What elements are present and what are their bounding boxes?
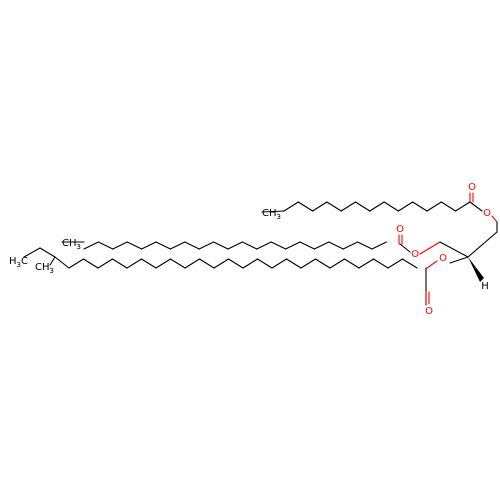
chain2-bond-5 (155, 241, 171, 250)
chain2-bond-3 (126, 241, 143, 250)
chain3-bond-8 (184, 258, 201, 269)
chain1-bond-3 (326, 201, 342, 212)
chain2-bond-11 (241, 241, 258, 250)
methyl-label-branch: CH3 (35, 262, 54, 275)
chain2-bond-14 (285, 241, 301, 250)
label-layer: CH3 CH3 H3C CH3 O O O O O O H (9, 182, 491, 317)
chain1-o-ch2 (491, 215, 498, 223)
chain1-bond-0 (283, 201, 299, 212)
chain3-bond-6 (155, 258, 172, 269)
chain3-o-bond (426, 260, 438, 269)
bond-layer (23, 192, 498, 306)
chain2-bond-0 (83, 241, 99, 250)
chain3-bond-18 (329, 258, 346, 269)
chain3-branch-1 (39, 247, 56, 258)
chain1-bond-2 (312, 201, 328, 212)
carbonyl-oxygen-2: O (396, 224, 404, 235)
chain1-bond-10 (426, 201, 442, 212)
chain3-bond-17 (314, 258, 331, 269)
chain3-bond-3 (111, 258, 128, 269)
chain2-bond-12 (256, 241, 272, 250)
chain3-bond-20 (358, 258, 375, 269)
chain1-bond-8 (397, 201, 414, 212)
ester-oxygen-1: O (483, 208, 491, 219)
chain2-bond-6 (169, 241, 186, 250)
h3c-label: H3C (9, 256, 28, 269)
chain2-bond-16 (313, 241, 330, 250)
glycerol-c1-c2 (467, 231, 498, 258)
chain1-bond-5 (354, 201, 371, 212)
chain2-bond-20 (371, 241, 387, 250)
chain2-bond-15 (299, 241, 315, 250)
chain3-bond-22 (387, 258, 404, 269)
carbonyl-oxygen-3: O (425, 306, 433, 317)
chain3-h3c-bond (23, 247, 41, 258)
chain3-bond-19 (343, 258, 360, 269)
chain3-bond-13 (256, 258, 273, 269)
chain1-bond-11 (440, 201, 457, 212)
chain2-bond-2 (112, 241, 128, 250)
chain3-bond-23 (401, 258, 418, 269)
ester-oxygen-2: O (411, 249, 419, 260)
chain2-bond-7 (184, 241, 200, 250)
glycerol-c2 (439, 241, 469, 258)
chain3-branch-methyl (49, 256, 56, 266)
chain2-bond-1 (97, 241, 114, 250)
chain3-bond-16 (300, 258, 317, 269)
chain2-bond-8 (198, 241, 215, 250)
methyl-label-middle: CH3 (62, 238, 81, 251)
ester-oxygen-3: O (439, 253, 447, 264)
chain3-bond-14 (271, 258, 288, 269)
chain3-bond-0 (68, 258, 85, 269)
glycerol-c2-o (449, 256, 469, 264)
chain3-bond-7 (169, 258, 186, 269)
chain1-bond-1 (297, 201, 314, 212)
chain3-bond-12 (242, 258, 259, 269)
chain2-bond-4 (141, 241, 157, 250)
chain3-bond-5 (140, 258, 157, 269)
chain3-bond-9 (198, 258, 215, 269)
chain3-bond-21 (372, 258, 389, 269)
chain1-bond-4 (340, 201, 357, 212)
chain2-o-ch2 (419, 241, 441, 255)
carbonyl-oxygen-1: O (468, 182, 476, 193)
stereo-hydrogen: H (481, 281, 489, 292)
chain2-bond-19 (357, 241, 373, 250)
chain1-ester-bond (469, 201, 483, 212)
chain3-bond-4 (126, 258, 143, 269)
chain3-bond-10 (213, 258, 230, 269)
chain3-bond-11 (227, 258, 244, 269)
chain2-bond-9 (213, 241, 229, 250)
stereo-wedge-bond (468, 257, 484, 282)
chain3-branch-2 (54, 256, 70, 269)
chain1-bond-9 (412, 201, 428, 212)
chain1-bond-7 (383, 201, 399, 212)
chain2-bond-18 (342, 241, 359, 250)
chain3-bond-1 (82, 258, 99, 269)
chain3-bond-2 (97, 258, 114, 269)
methyl-label-top: CH3 (262, 208, 281, 221)
chain1-bond-12 (455, 201, 471, 212)
chain2-bond-13 (270, 241, 287, 250)
chain2-bond-10 (227, 241, 243, 250)
chain2-ester-bond (399, 243, 411, 253)
chain1-methyl-bond (261, 210, 285, 213)
chain2-bond-17 (328, 241, 344, 250)
chain1-bond-6 (369, 201, 385, 212)
chain3-bond-15 (285, 258, 302, 269)
